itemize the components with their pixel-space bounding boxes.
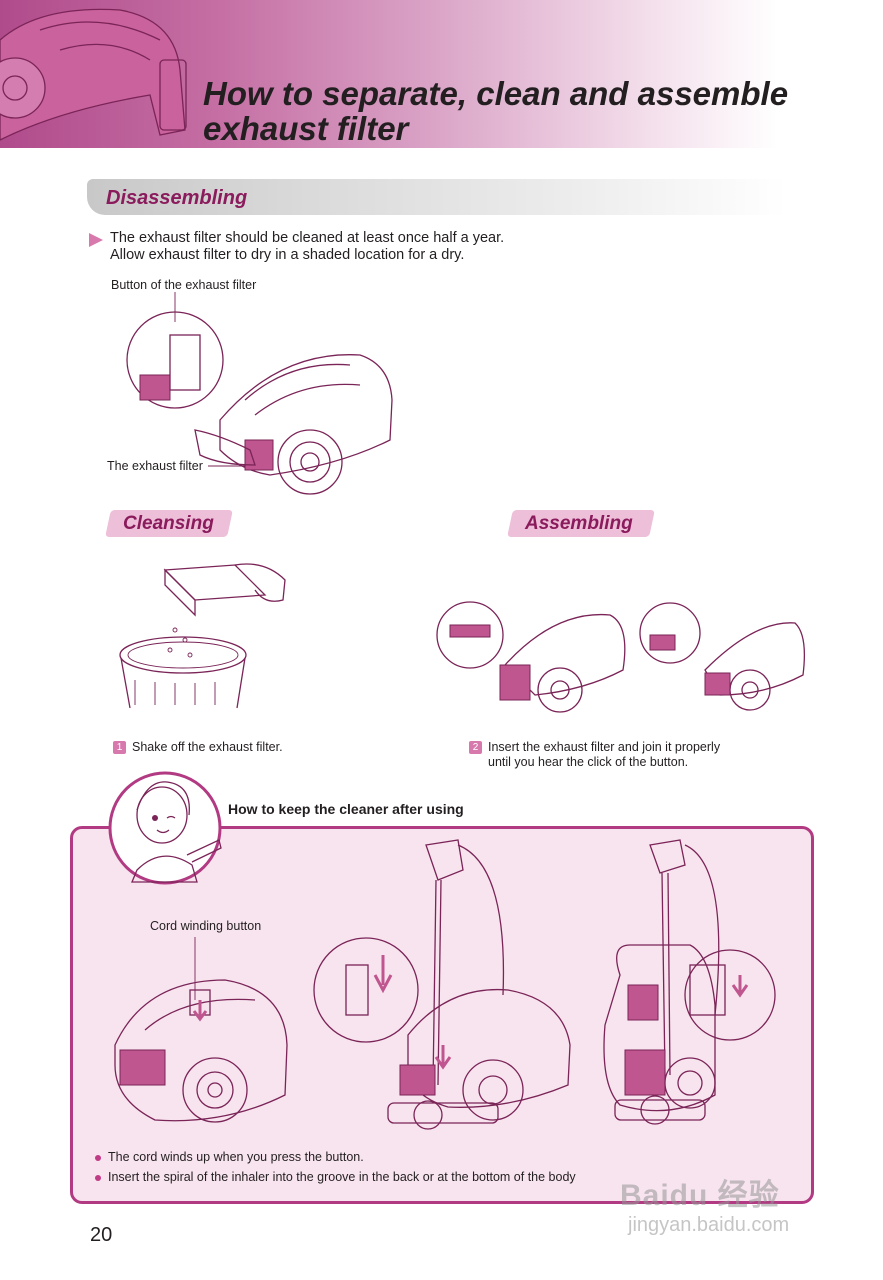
- assembling-illustration: [436, 601, 806, 713]
- label-cord-winding-button: Cord winding button: [150, 919, 262, 933]
- keep-bullet-1: The cord winds up when you press the but…: [108, 1150, 364, 1164]
- page-title-line2: exhaust filter: [203, 110, 409, 147]
- disassembling-heading-bar: [87, 179, 787, 215]
- page-title-line1: How to separate, clean and assemble: [203, 75, 789, 112]
- bullet-dot: [95, 1155, 101, 1161]
- cleansing-heading: Cleansing: [123, 513, 214, 534]
- label-exhaust-filter: The exhaust filter: [107, 459, 203, 473]
- vacuum-illustration-icon: [0, 8, 187, 141]
- disassembling-heading: Disassembling: [106, 187, 248, 209]
- baidu-watermark: Baidu 经验: [620, 1179, 780, 1212]
- triangle-bullet-icon: [89, 233, 103, 247]
- disassembling-intro-line2: Allow exhaust filter to dry in a shaded …: [110, 247, 465, 263]
- assembling-step-text-line1: Insert the exhaust filter and join it pr…: [488, 740, 721, 754]
- cord-winding-illustration: [114, 937, 288, 1123]
- keep-heading: How to keep the cleaner after using: [228, 801, 464, 817]
- label-filter-button: Button of the exhaust filter: [111, 278, 257, 292]
- cleansing-illustration: [119, 563, 286, 709]
- storage-illustration-upright: [603, 839, 776, 1125]
- assembling-heading: Assembling: [525, 513, 633, 534]
- cleansing-step-text: Shake off the exhaust filter.: [132, 740, 283, 754]
- page-title: How to separate, clean and assemble exha…: [203, 76, 873, 146]
- disassembling-illustration: [126, 292, 393, 495]
- storage-illustration-back: [313, 839, 571, 1130]
- keep-bullet-2: Insert the spiral of the inhaler into th…: [108, 1170, 576, 1184]
- step-number-badge: 1: [113, 741, 126, 754]
- baidu-watermark-url: jingyan.baidu.com: [628, 1214, 790, 1236]
- page-number: 20: [90, 1224, 113, 1246]
- disassembling-intro-line1: The exhaust filter should be cleaned at …: [110, 230, 505, 246]
- mascot-girl-icon: [108, 771, 222, 885]
- bullet-dot: [95, 1175, 101, 1181]
- assembling-step-text-line2: until you hear the click of the button.: [488, 755, 689, 769]
- step-number-badge: 2: [469, 741, 482, 754]
